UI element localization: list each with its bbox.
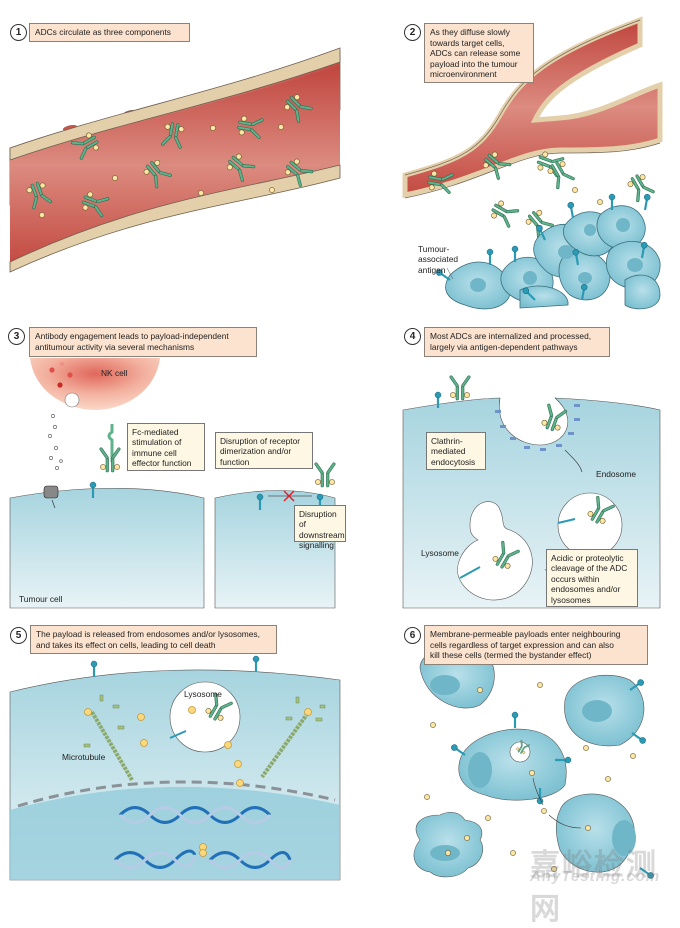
nucleus [10,786,340,880]
panel-5-artwork [9,654,341,881]
step-number-4: 4 [404,328,421,345]
panel-2-tumour-cells [434,192,661,310]
lysosome-label: Lysosome [421,548,459,558]
panel-1-vessel-wall-bottom [9,164,341,273]
fc-mediated-note: Fc-mediated stimulation of immune cell e… [127,423,205,471]
lysosome-label-panel-5: Lysosome [184,689,222,699]
panel-1-vessel-wall-top [9,47,341,161]
endosome-label: Endosome [596,469,637,479]
transporter-channel [43,485,59,499]
acidic-cleavage-note: Acidic or proteolytic cleavage of the AD… [546,549,638,607]
step-number-5: 5 [10,627,27,644]
illustration-canvas [9,16,663,881]
panel-2-blood-vessel [402,16,663,199]
microtubule-right [260,708,312,779]
panel-3-artwork [9,358,337,609]
dna-intact [118,806,272,824]
nk-cell-label: NK cell [101,368,128,378]
nuclear-envelope [17,780,336,808]
panel-6-artwork [413,647,656,881]
watermark-english: AnyTesting.com [530,868,661,885]
panel-4-caption: Most ADCs are internalized and processed… [424,327,610,357]
panel-5-caption: The payload is released from endosomes a… [30,625,277,654]
step-number-2: 2 [404,24,421,41]
tumour-cell-label: Tumour cell [19,594,63,604]
panel-1-caption: ADCs circulate as three components [29,23,190,42]
clathrin-endocytosis-note: Clathrin- mediated endocytosis [426,432,486,470]
lysosome [457,501,533,601]
step-number-6: 6 [404,627,421,644]
step-number-3: 3 [8,328,25,345]
endosome [557,492,623,558]
receptor-dimerization-note: Disruption of receptor dimerization and/… [215,432,313,469]
panel-6-caption: Membrane-permeable payloads enter neighb… [424,625,648,665]
microtubule-left [90,710,134,782]
microtubule-label: Microtubule [62,752,106,762]
nk-cell [30,358,160,410]
downstream-signalling-note: Disruption of downstream signalling [294,505,346,550]
step-number-1: 1 [10,24,27,41]
dna-damaged [113,849,292,869]
panel-2-caption: As they diffuse slowly towards target ce… [424,23,534,83]
tumour-associated-antigen-label: Tumour- associated antigen [418,244,459,275]
panel-1-vessel-lumen [10,65,340,265]
antigen-label-leader [446,267,454,280]
panel-3-caption: Antibody engagement leads to payload-ind… [29,327,257,357]
